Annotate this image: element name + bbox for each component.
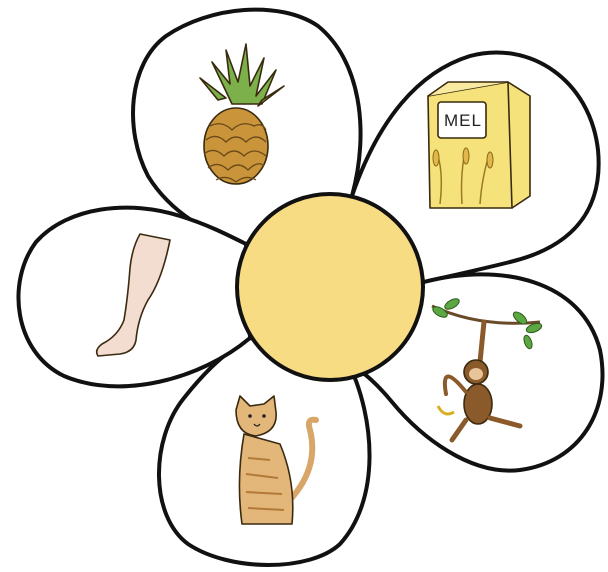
flower-center <box>237 194 423 380</box>
flour-bag-label: MEL <box>444 111 482 130</box>
flour-bag-icon: MEL <box>428 82 530 208</box>
